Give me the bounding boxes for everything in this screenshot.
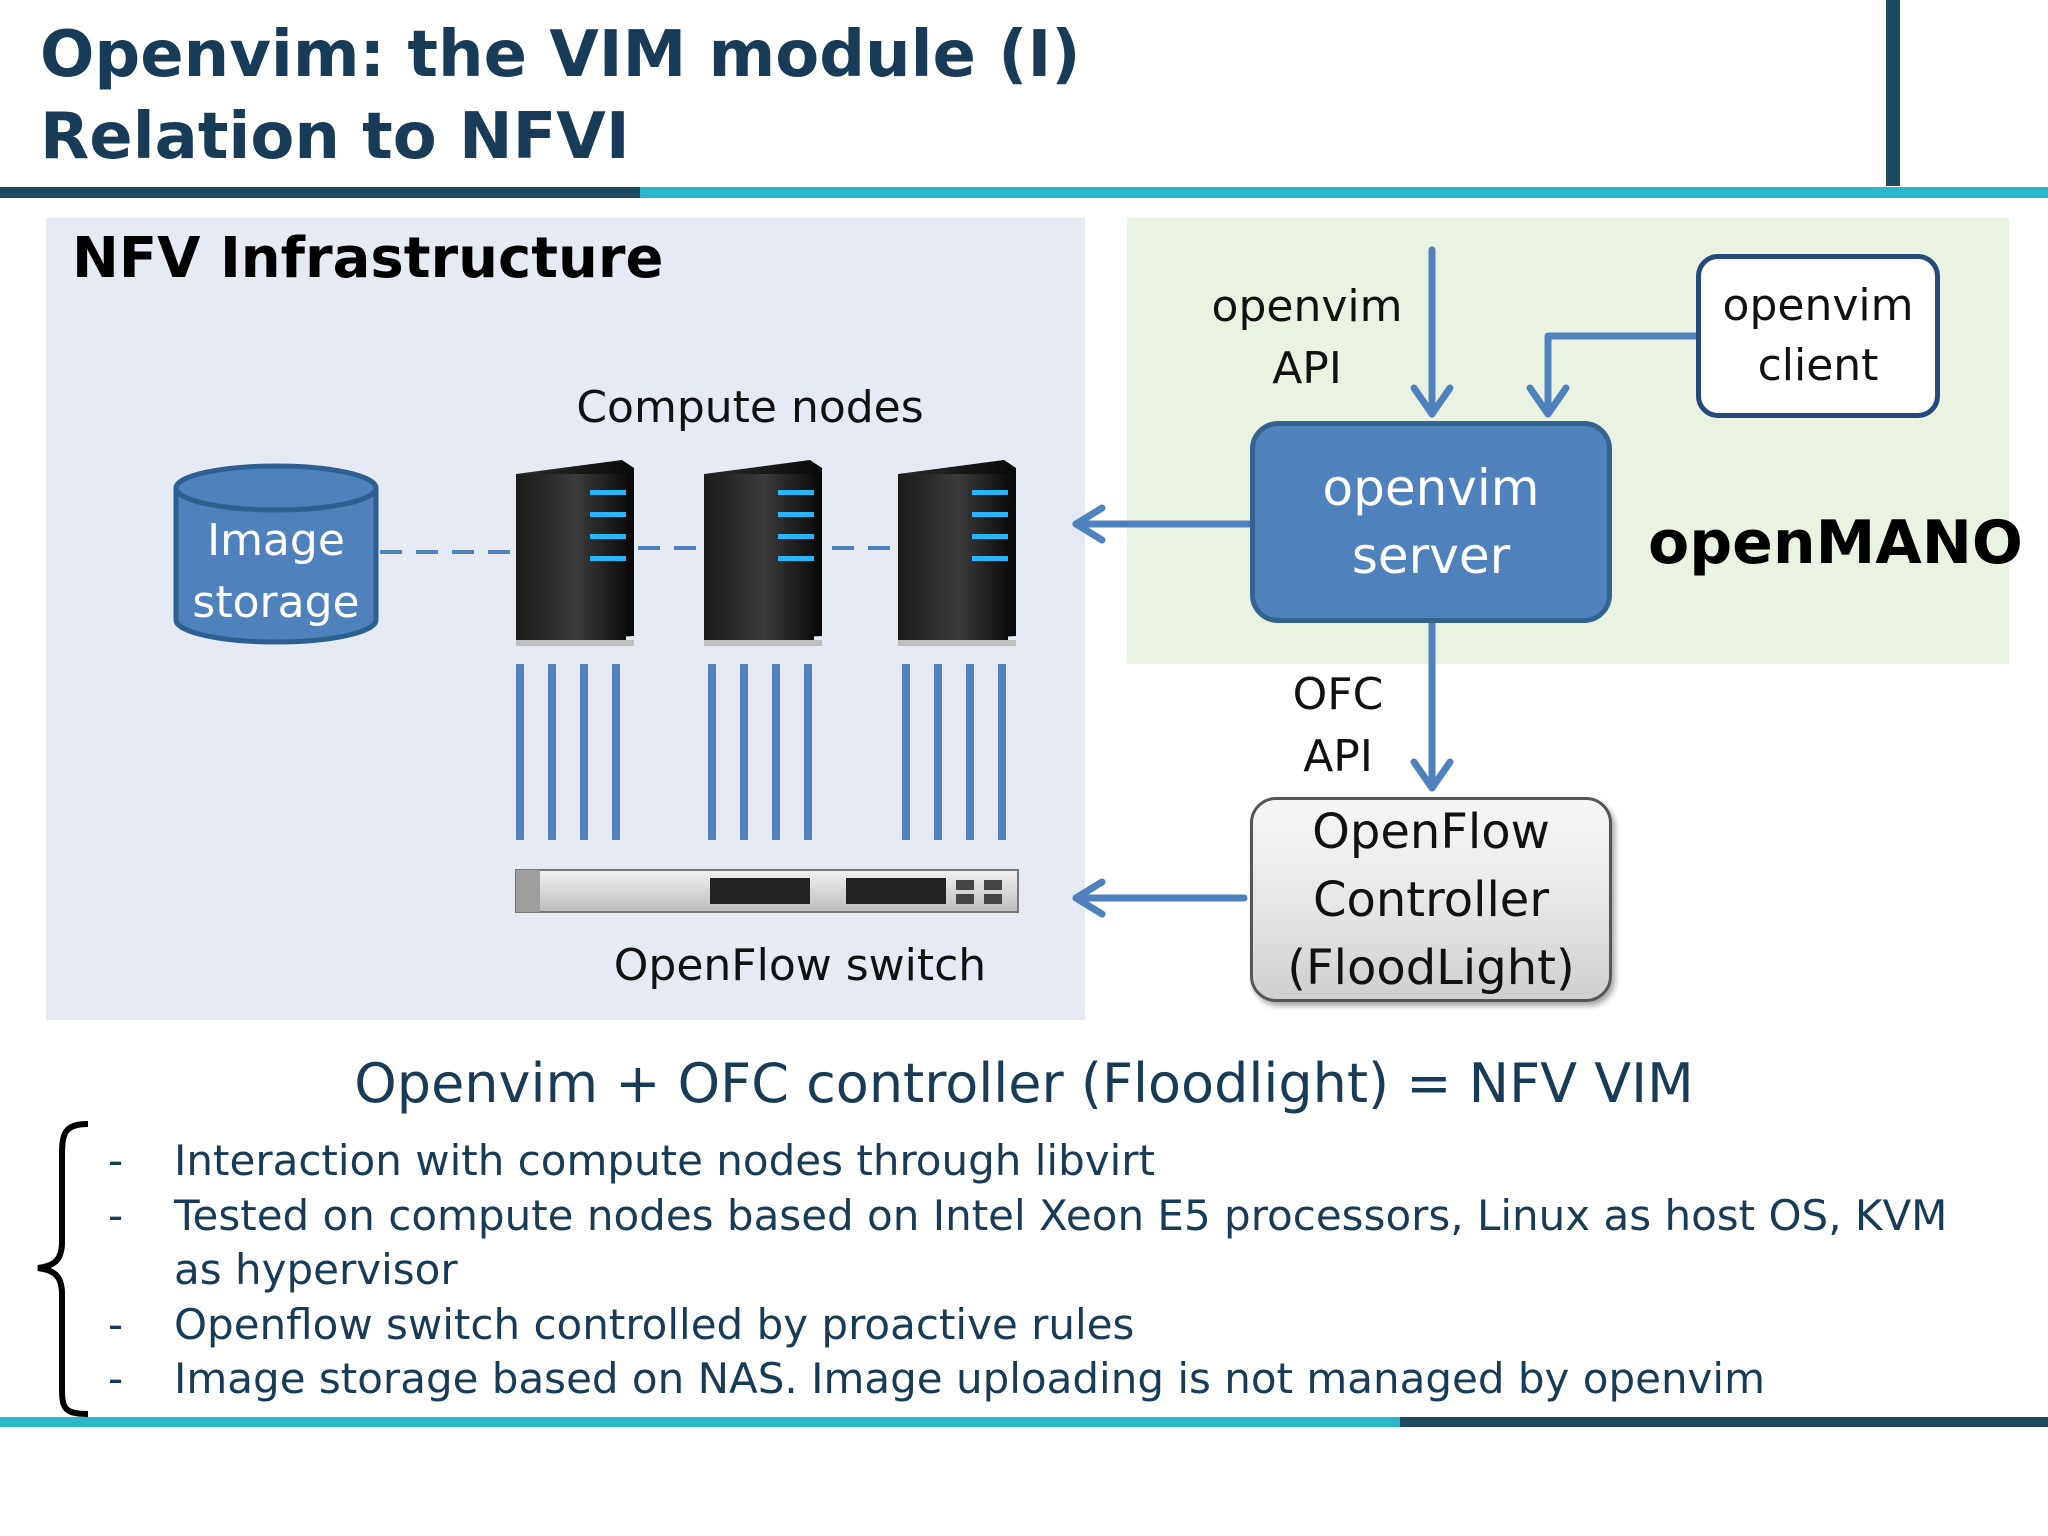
bullet-dash: - <box>108 1136 124 1185</box>
server-switch-links <box>516 664 1006 840</box>
diagram-arrows <box>1072 246 1704 918</box>
image-storage-line2: storage <box>192 577 360 628</box>
slide-title-line1: Openvim: the VIM module (I) <box>40 18 1081 92</box>
openvim-api-line2: API <box>1272 343 1342 394</box>
client-to-server-arrow <box>1544 332 1704 418</box>
bullet-text: Openflow switch controlled by proactive … <box>174 1299 1135 1349</box>
bullet-text: Interaction with compute nodes through l… <box>174 1136 1155 1185</box>
compute-nodes-label: Compute nodes <box>576 382 924 433</box>
list-item: - Image storage based on NAS. Image uplo… <box>108 1352 2008 1407</box>
ofc-line1: OpenFlow <box>1312 803 1550 860</box>
nfvi-heading: NFV Infrastructure <box>72 226 664 291</box>
slide-title: Openvim: the VIM module (I) Relation to … <box>40 14 1081 178</box>
storage-dashed-links <box>380 546 894 554</box>
openvim-server-line2: server <box>1351 527 1511 585</box>
slide-title-line2: Relation to NFVI <box>40 100 630 174</box>
curly-brace-icon <box>37 1121 89 1417</box>
openflow-switch-label: OpenFlow switch <box>613 940 987 991</box>
header-rule-teal <box>640 187 2048 198</box>
openvim-api-line1: openvim <box>1211 281 1403 332</box>
bullet-dash: - <box>108 1299 124 1349</box>
ofc-line2: Controller <box>1312 871 1550 928</box>
header-vertical-bar <box>1886 0 1900 186</box>
header-rule-dark <box>0 187 640 198</box>
list-item: - Tested on compute nodes based on Intel… <box>108 1189 2008 1298</box>
ofc-api-line2: API <box>1303 731 1373 782</box>
openvim-server-box: openvim server <box>1250 421 1612 623</box>
openvim-server-line1: openvim <box>1322 459 1540 517</box>
image-storage-line1: Image <box>207 515 345 566</box>
bullet-text: Tested on compute nodes based on Intel X… <box>174 1190 1948 1295</box>
openvim-api-label: openvim API <box>1196 276 1418 400</box>
list-item: - Openflow switch controlled by proactiv… <box>108 1298 2008 1353</box>
ofc-line3: (FloodLight) <box>1287 939 1575 996</box>
server-icon <box>898 460 1016 646</box>
list-item: - Interaction with compute nodes through… <box>108 1134 2008 1189</box>
ofc-api-label: OFC API <box>1270 664 1406 788</box>
bullet-list: - Interaction with compute nodes through… <box>108 1134 2008 1407</box>
server-icon <box>704 460 822 646</box>
ofc-api-line1: OFC <box>1292 669 1384 720</box>
server-icon <box>516 460 634 646</box>
openflow-controller-box: OpenFlow Controller (FloodLight) <box>1250 797 1612 1002</box>
openvim-client-box: openvim client <box>1696 254 1940 418</box>
footer-rule-teal <box>0 1417 1400 1427</box>
vim-equation: Openvim + OFC controller (Floodlight) = … <box>354 1052 1694 1115</box>
openmano-heading: openMANO <box>1648 508 2023 578</box>
openvim-client-line1: openvim <box>1722 280 1914 331</box>
network-switch-icon <box>515 869 1019 913</box>
image-storage-label: Image storage <box>176 510 376 634</box>
footer-rule-dark <box>1400 1417 2048 1427</box>
database-cylinder-icon <box>173 463 379 645</box>
openvim-client-line2: client <box>1757 340 1879 391</box>
bullet-dash: - <box>108 1354 124 1403</box>
bullet-dash: - <box>108 1190 124 1240</box>
bullet-text: Image storage based on NAS. Image upload… <box>174 1354 1765 1403</box>
